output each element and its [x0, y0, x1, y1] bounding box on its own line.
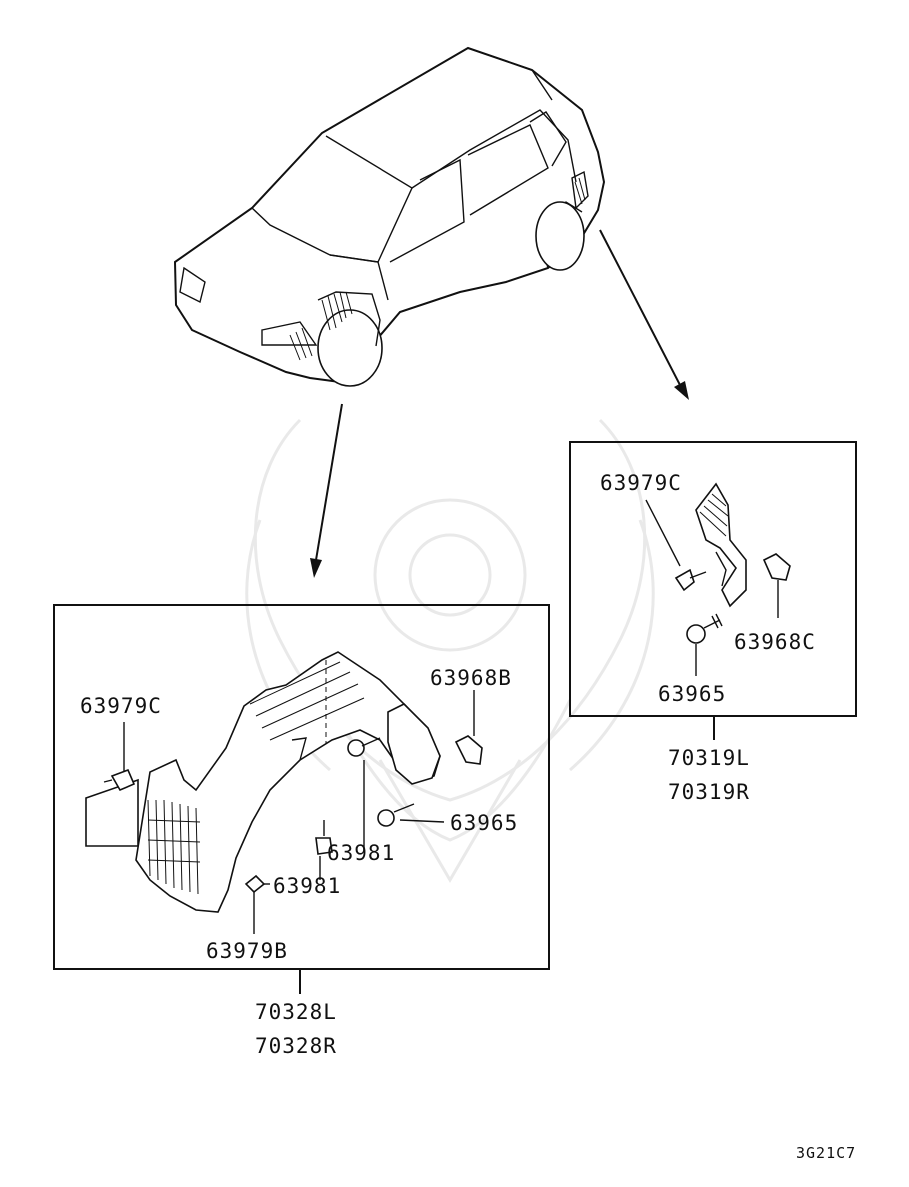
front-liner-panel: [53, 604, 550, 994]
pointer-arrows: [310, 229, 689, 578]
label-70319r: 70319R: [668, 780, 750, 804]
assembly-labels: 70319L 70319R 70328L 70328R: [255, 746, 750, 1058]
label-63965-front: 63965: [450, 811, 518, 835]
label-63981-outer: 63981: [273, 874, 341, 898]
label-63968c: 63968C: [734, 630, 816, 654]
diagram-code: 3G21C7: [796, 1144, 856, 1162]
label-63981-inner: 63981: [327, 841, 395, 865]
callout-labels: 63979C 63968B 63965 63981 63981 63979B 6…: [80, 471, 816, 963]
label-63979b: 63979B: [206, 939, 288, 963]
label-63979c-rear: 63979C: [600, 471, 682, 495]
label-63979c-front: 63979C: [80, 694, 162, 718]
label-70328r: 70328R: [255, 1034, 337, 1058]
label-63968b: 63968B: [430, 666, 512, 690]
label-63965-rear: 63965: [658, 682, 726, 706]
label-70328l: 70328L: [255, 1000, 337, 1024]
vehicle-illustration: [173, 46, 606, 387]
rear-liner-panel: [569, 441, 857, 740]
label-70319l: 70319L: [668, 746, 750, 770]
